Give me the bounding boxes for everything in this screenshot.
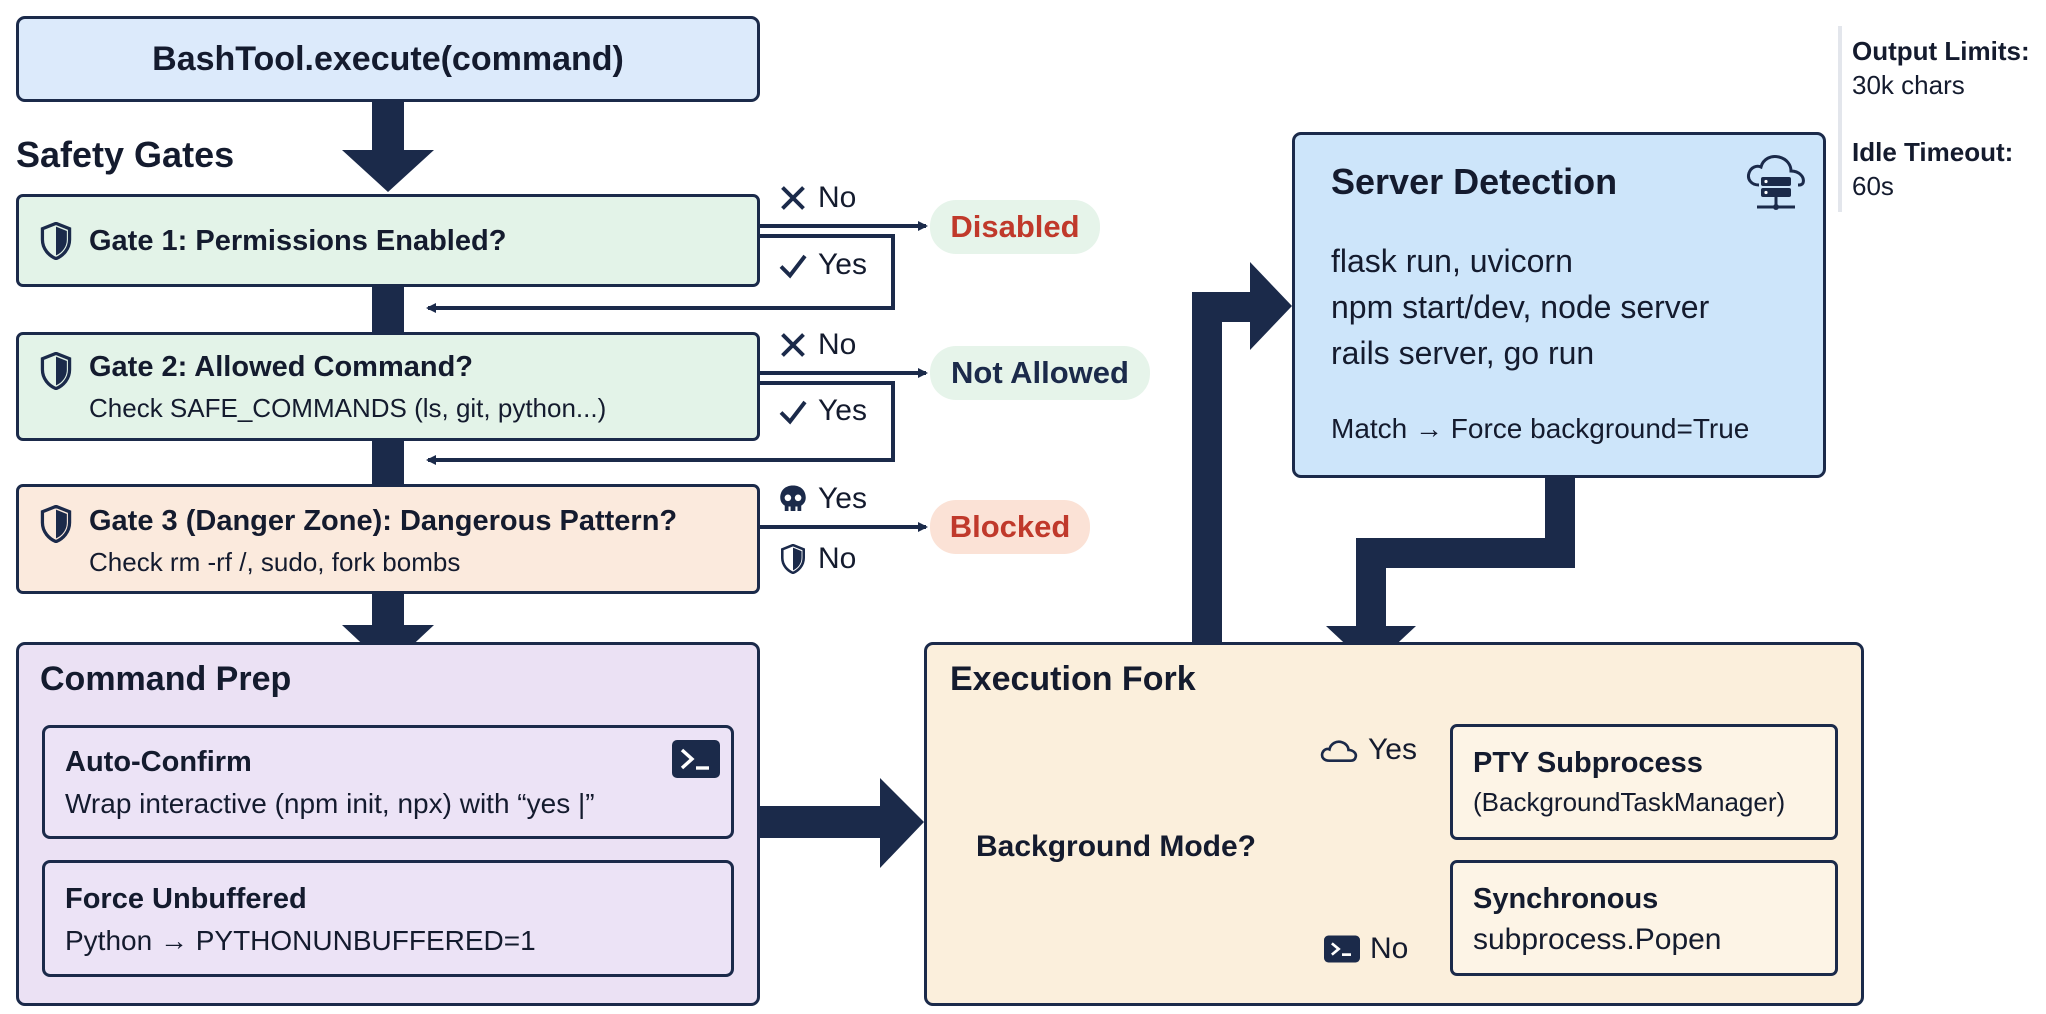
shield-icon (40, 352, 72, 390)
gate-1: Gate 1: Permissions Enabled? (16, 194, 760, 287)
idle-timeout-title: Idle Timeout: (1852, 137, 2014, 167)
check-icon (779, 400, 807, 425)
synchronous-text: subprocess.Popen (1473, 923, 1722, 956)
terminal-icon (672, 740, 720, 778)
server-pattern-line: npm start/dev, node server (1331, 289, 1710, 325)
shield-icon (781, 544, 805, 574)
execution-fork-title: Execution Fork (950, 660, 1196, 698)
gate-3-title: Gate 3 (Danger Zone): Dangerous Pattern? (89, 505, 678, 537)
server-pattern-line: rails server, go run (1331, 335, 1595, 371)
gate2-yes-return (426, 381, 895, 465)
gate-2-yes-edge: Yes (778, 394, 867, 428)
background-yes-label: Yes (1368, 733, 1417, 766)
output-limits-value: 30k chars (1852, 70, 1965, 100)
gate-1-yes-edge: Yes (778, 248, 867, 282)
gate-connector-2-3 (372, 441, 404, 484)
server-to-fork-arrow (1326, 478, 1575, 668)
gate-3-subtitle: Check rm -rf /, sudo, fork bombs (89, 547, 461, 577)
gate-connector-1-2 (372, 287, 404, 332)
gate-3-no-label: No (818, 542, 857, 575)
background-no-label: No (1370, 932, 1409, 965)
gate-2: Gate 2: Allowed Command? Check SAFE_COMM… (16, 332, 760, 441)
command-prep-title: Command Prep (40, 660, 292, 698)
terminal-icon (1324, 935, 1360, 963)
skull-icon (780, 485, 806, 511)
prep-to-fork-arrow (760, 778, 924, 868)
background-yes-edge: Yes (1320, 733, 1417, 767)
force-unbuffered-card: Force Unbuffered Python → PYTHONUNBUFFER… (42, 860, 734, 977)
synchronous-card: Synchronous subprocess.Popen (1450, 860, 1838, 976)
pty-subprocess-card: PTY Subprocess (BackgroundTaskManager) (1450, 724, 1838, 840)
gate-1-title: Gate 1: Permissions Enabled? (89, 225, 507, 257)
gate-2-no-label: No (818, 328, 857, 361)
gate-2-subtitle: Check SAFE_COMMANDS (ls, git, python...) (89, 393, 607, 423)
background-no-edge: No (1324, 932, 1408, 966)
synchronous-title: Synchronous (1473, 883, 1659, 915)
close-icon (781, 333, 805, 357)
safety-gates-label: Safety Gates (16, 134, 235, 175)
shield-icon (40, 505, 72, 543)
shield-icon (40, 222, 72, 260)
force-unbuffered-text: Python → PYTHONUNBUFFERED=1 (65, 925, 536, 956)
server-detection-panel: Server Detection flask run, uvicorn npm … (1292, 132, 1826, 478)
pty-subprocess-text: (BackgroundTaskManager) (1473, 787, 1786, 817)
gate-2-title: Gate 2: Allowed Command? (89, 351, 474, 383)
gate-1-no-edge: No (778, 181, 856, 215)
outcome-disabled: Disabled (930, 200, 1100, 254)
gate-3: Gate 3 (Danger Zone): Dangerous Pattern?… (16, 484, 760, 594)
auto-confirm-title: Auto-Confirm (65, 746, 252, 778)
gate-1-yes-label: Yes (818, 248, 867, 281)
gate-2-yes-label: Yes (818, 394, 867, 427)
gate-3-no-edge: No (778, 542, 856, 576)
outcome-not-allowed: Not Allowed (930, 346, 1150, 400)
idle-timeout-value: 60s (1852, 171, 1894, 201)
fork-to-server-arrow (1192, 262, 1292, 642)
server-detection-title: Server Detection (1331, 161, 1618, 202)
auto-confirm-text: Wrap interactive (npm init, npx) with “y… (65, 788, 595, 819)
server-match-rule: Match → Force background=True (1331, 413, 1750, 444)
main-flow-arrow (342, 102, 434, 192)
pty-subprocess-title: PTY Subprocess (1473, 747, 1703, 779)
gate-2-no-edge: No (778, 328, 856, 362)
entry-title: BashTool.execute(command) (152, 39, 624, 78)
auto-confirm-card: Auto-Confirm Wrap interactive (npm init,… (42, 725, 734, 839)
close-icon (781, 186, 805, 210)
cloud-icon (1320, 740, 1358, 762)
gate-1-no-label: No (818, 181, 857, 214)
entry-node: BashTool.execute(command) (16, 16, 760, 102)
server-pattern-line: flask run, uvicorn (1331, 243, 1573, 279)
check-icon (779, 254, 807, 279)
limits-divider (1838, 26, 1842, 212)
outcome-blocked: Blocked (930, 500, 1090, 554)
gate-3-yes-label: Yes (818, 482, 867, 515)
force-unbuffered-title: Force Unbuffered (65, 883, 307, 915)
gate1-yes-return (426, 234, 895, 313)
cloud-server-icon (1747, 155, 1805, 210)
output-limits-title: Output Limits: (1852, 36, 2030, 66)
gate-3-yes-edge: Yes (778, 482, 867, 516)
background-mode-question: Background Mode? (976, 830, 1257, 863)
